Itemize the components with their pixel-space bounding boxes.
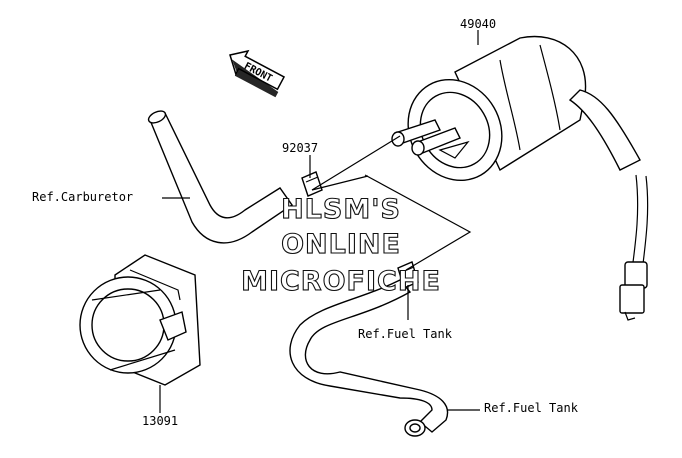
watermark-line1: HLSM'S bbox=[281, 194, 401, 225]
watermark-line3: MICROFICHE bbox=[241, 266, 441, 297]
label-ref-fuel-tank-2: Ref.Fuel Tank bbox=[484, 401, 579, 415]
label-92037: 92037 bbox=[282, 141, 318, 155]
label-13091: 13091 bbox=[142, 414, 178, 428]
fuel-tank-hose bbox=[289, 279, 449, 437]
watermark-line2: ONLINE bbox=[281, 229, 401, 260]
carburetor-hose bbox=[147, 110, 293, 244]
label-ref-fuel-tank-1: Ref.Fuel Tank bbox=[358, 327, 453, 341]
front-arrow-icon: FRONT bbox=[229, 49, 286, 98]
bracket-13091 bbox=[79, 254, 201, 386]
watermark: HLSM'S ONLINE MICROFICHE bbox=[241, 193, 441, 297]
label-49040: 49040 bbox=[460, 17, 496, 31]
fuel-pump bbox=[391, 35, 649, 321]
clamp-upper bbox=[301, 171, 323, 197]
leader-lines bbox=[159, 30, 480, 413]
label-ref-carburetor: Ref.Carburetor bbox=[32, 190, 133, 204]
